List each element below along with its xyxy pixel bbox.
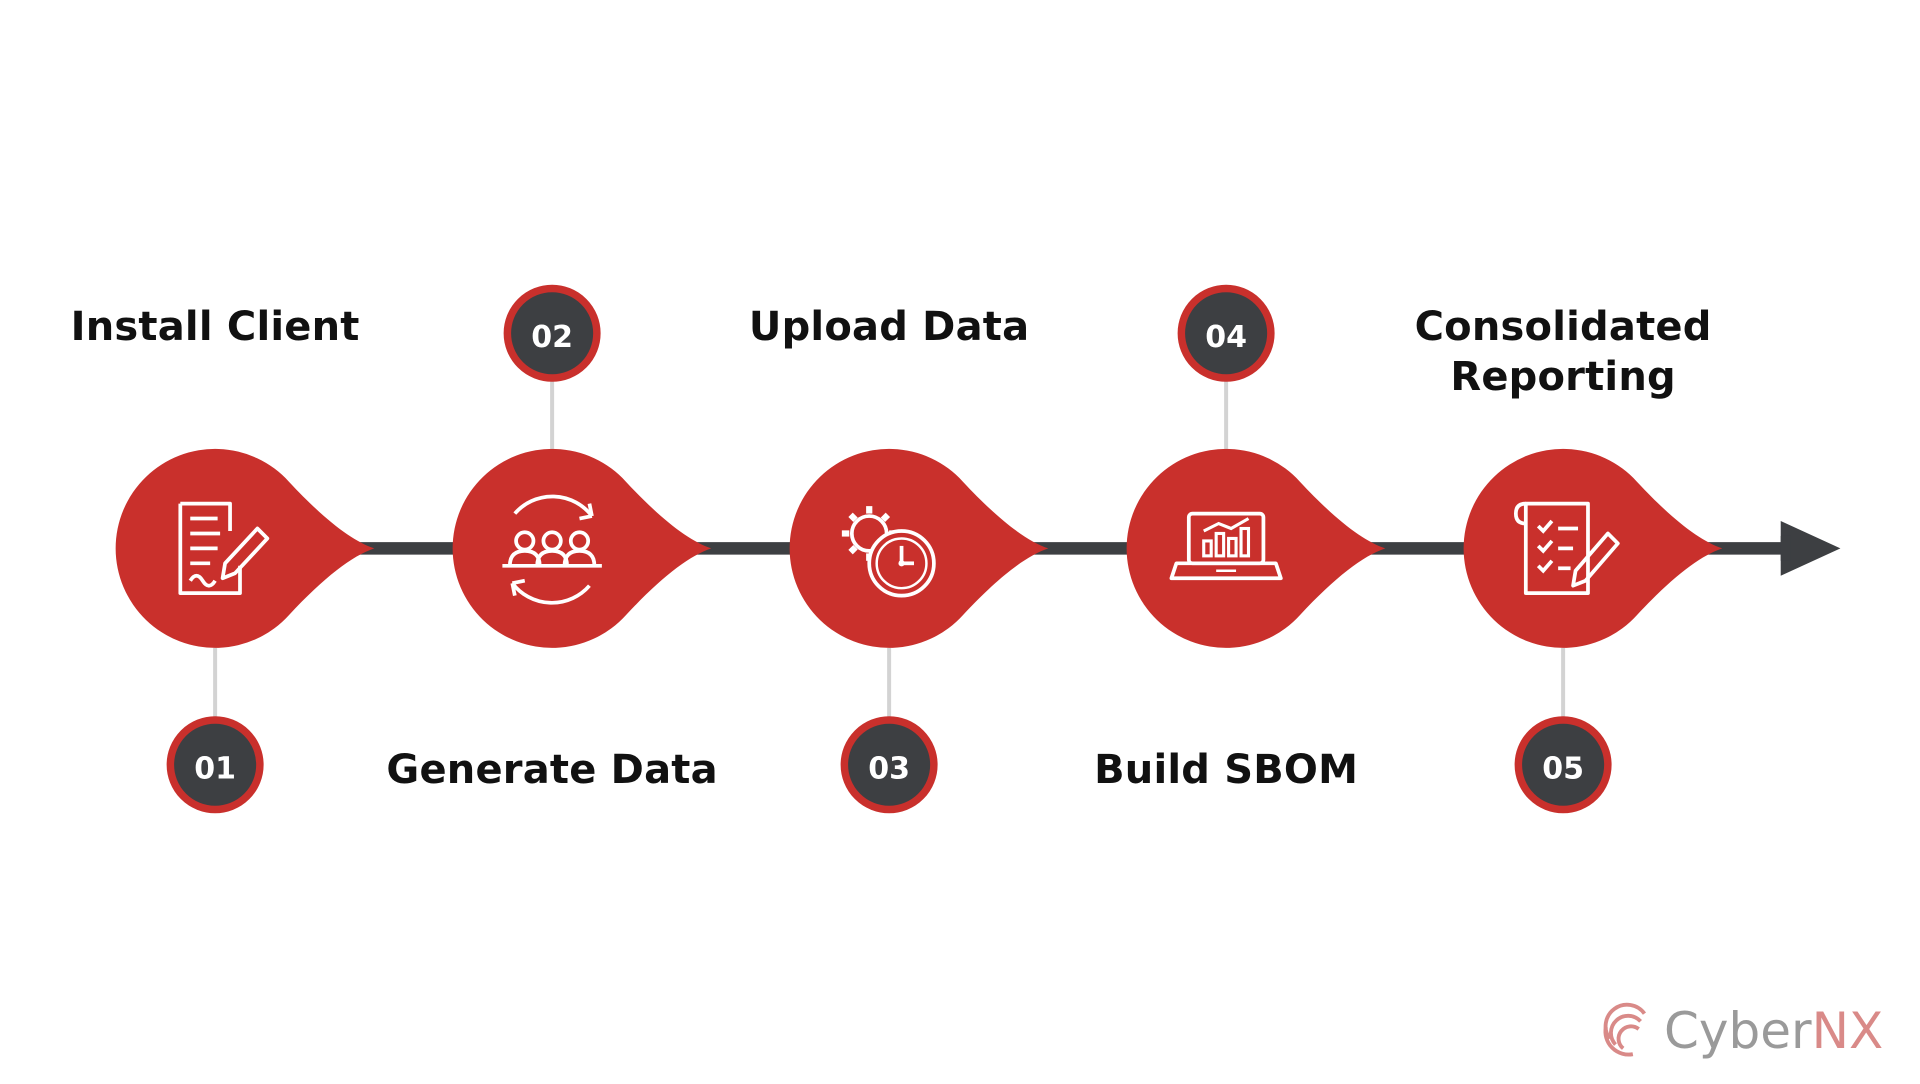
step-number: 02 — [531, 320, 573, 355]
step-number: 04 — [1205, 320, 1247, 355]
step-03: 03 — [789, 448, 1049, 814]
step-badge — [1177, 284, 1275, 382]
step-title: Install Client — [70, 304, 360, 351]
step-number: 01 — [194, 751, 236, 786]
step-badge — [1514, 716, 1612, 814]
step-number: 05 — [1542, 751, 1584, 786]
step-title: Generate Data — [386, 746, 718, 793]
step-node — [1126, 448, 1386, 648]
step-node — [115, 448, 375, 648]
step-05: 05 — [1463, 448, 1723, 814]
step-badge — [166, 716, 264, 814]
step-number: 03 — [868, 751, 910, 786]
brand-name-cyber: Cyber — [1664, 1002, 1812, 1060]
step-title: Consolidated Reporting — [1414, 304, 1712, 401]
step-01: 01 — [115, 448, 375, 814]
step-title: Upload Data — [748, 304, 1030, 351]
brand-name-nx: NX — [1811, 1002, 1884, 1060]
step-badge — [840, 716, 938, 814]
cybernx-logo-icon — [1603, 1002, 1647, 1057]
step-02: 02 — [452, 284, 712, 648]
step-title: Build SBOM — [1094, 746, 1359, 793]
step-04: 04 — [1126, 284, 1386, 648]
timeline-arrow-head — [1780, 521, 1841, 576]
step-badge — [503, 284, 601, 382]
